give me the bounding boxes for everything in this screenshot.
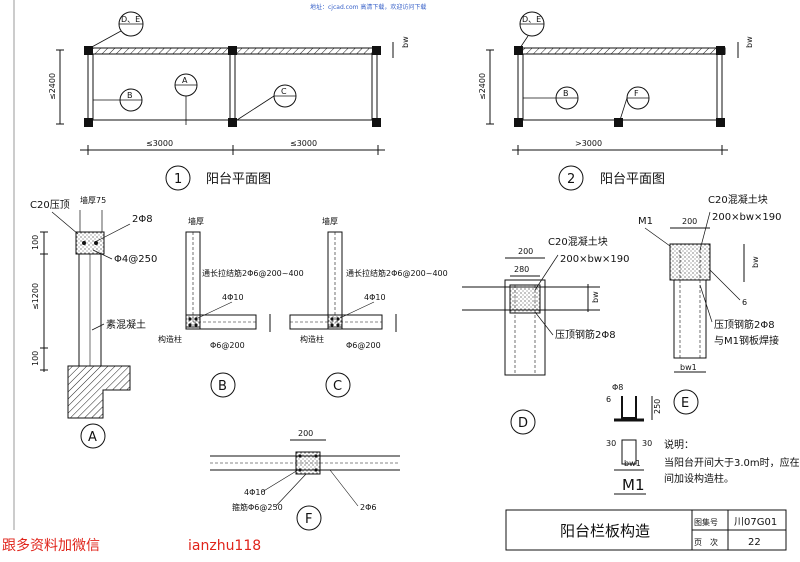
plan2-width: >3000 xyxy=(575,139,602,148)
plan1-callout-c: C xyxy=(281,87,287,96)
detail-a-circle: A xyxy=(88,430,97,445)
page-number: 22 xyxy=(748,537,761,548)
detail-f: 200 4Φ10 箍筋Φ6@250 2Φ6 F xyxy=(210,429,400,531)
detail-d-dim-280: 280 xyxy=(514,265,529,274)
detail-b-tie: 通长拉结筋2Φ6@200~400 xyxy=(202,268,304,278)
detail-a-stirrup: Φ4@250 xyxy=(114,254,157,265)
plan1-callout-a: A xyxy=(182,76,188,85)
detail-c: 墙厚 通长拉结筋2Φ6@200~400 4Φ10 构造柱 Φ6@200 C xyxy=(289,216,448,398)
detail-b: 墙厚 通长拉结筋2Φ6@200~400 4Φ10 构造柱 Φ6@200 B xyxy=(158,216,304,398)
detail-b-wall: 墙厚 xyxy=(188,216,204,226)
detail-e-c20: C20混凝土块 xyxy=(708,193,768,206)
title-block: 阳台栏板构造 图集号 川07G01 页 次 22 xyxy=(505,509,787,551)
detail-d-block-size: 200×bw×190 xyxy=(560,254,629,265)
plan1-depth-dim: ≤2400 xyxy=(48,73,57,100)
title-block-title: 阳台栏板构造 xyxy=(560,522,650,540)
detail-f-circle: F xyxy=(305,512,312,527)
detail-a: 100 ≤1200 100 C20压顶 墙厚75 2Φ8 Φ4@250 素混凝土… xyxy=(30,195,157,449)
plan1-callout-b: B xyxy=(127,91,133,100)
detail-a-dim-height: ≤1200 xyxy=(31,283,40,310)
detail-d-dim-200: 200 xyxy=(518,247,533,256)
plan1-width-b: ≤3000 xyxy=(290,139,317,148)
plan2-title: 阳台平面图 xyxy=(600,172,665,187)
page-label: 页 次 xyxy=(694,537,718,547)
detail-c-stirrup: Φ6@200 xyxy=(346,341,381,350)
plan2-depth-dim: ≤2400 xyxy=(478,73,487,100)
detail-a-c20: C20压顶 xyxy=(30,199,70,211)
detail-c-circle: C xyxy=(333,379,342,394)
detail-b-column: 构造柱 xyxy=(158,334,182,344)
plan1-number: 1 xyxy=(174,172,182,187)
plan2-bw-dim: bw xyxy=(745,36,754,48)
plan1-bw-dim: bw xyxy=(401,36,410,48)
plan1-title: 阳台平面图 xyxy=(206,172,271,187)
detail-e: M1 200 C20混凝土块 200×bw×190 bw 6 压顶钢筋2Φ8 与… xyxy=(638,193,781,415)
plan1-callout-de: D、E xyxy=(121,15,140,24)
detail-d-circle: D xyxy=(518,416,528,431)
detail-a-rebar: 2Φ8 xyxy=(132,214,153,225)
detail-d: 200 280 C20混凝土块 200×bw×190 bw 压顶钢筋2Φ8 D xyxy=(462,235,629,435)
plan2-callout-de: D、E xyxy=(522,15,541,24)
detail-b-main: 4Φ10 xyxy=(222,293,244,302)
detail-d-rebar: 压顶钢筋2Φ8 xyxy=(555,328,616,341)
detail-a-dim-100-bot: 100 xyxy=(31,351,40,366)
atlas-label: 图集号 xyxy=(694,517,718,527)
detail-e-m1: M1 xyxy=(638,216,653,227)
detail-e-weld: 6 xyxy=(742,298,747,307)
m1-label: M1 xyxy=(622,476,645,494)
detail-f-dim-200: 200 xyxy=(298,429,313,438)
plan2-number: 2 xyxy=(567,172,575,187)
note: 说明： 当阳台开间大于3.0m时，应在中 间加设构造柱。 xyxy=(664,438,800,485)
detail-c-tie: 通长拉结筋2Φ6@200~400 xyxy=(346,268,448,278)
detail-d-c20: C20混凝土块 xyxy=(548,235,608,248)
detail-b-stirrup: Φ6@200 xyxy=(210,341,245,350)
plan1-width-a: ≤3000 xyxy=(146,139,173,148)
m1-dim-250: 250 xyxy=(653,399,662,414)
watermark-top: 地址：cjcad.com 高清下载，欢迎访问下载 xyxy=(310,3,426,11)
m1-weld: 6 xyxy=(606,395,611,404)
detail-b-circle: B xyxy=(218,379,227,394)
detail-e-block-size: 200×bw×190 xyxy=(712,212,781,223)
note-line-2: 间加设构造柱。 xyxy=(664,472,734,485)
promo-left: 跟多资料加微信 xyxy=(2,537,100,554)
plan2-callout-f: F xyxy=(634,89,639,98)
detail-a-material: 素混凝土 xyxy=(106,318,146,331)
promo-right: ianzhu118 xyxy=(188,538,261,554)
plan-2: bw ≤2400 >3000 D、E B F 2 阳台平面图 xyxy=(478,11,754,191)
detail-d-bw: bw xyxy=(591,291,600,303)
detail-c-wall: 墙厚 xyxy=(322,216,338,226)
m1-dim-30a: 30 xyxy=(606,439,616,448)
detail-f-tie: 2Φ6 xyxy=(360,503,376,512)
detail-c-main: 4Φ10 xyxy=(364,293,386,302)
atlas-number: 川07G01 xyxy=(734,517,777,528)
m1-bw1: bw1 xyxy=(624,459,641,468)
detail-c-column: 构造柱 xyxy=(300,334,324,344)
detail-e-rebar-2: 与M1钢板焊接 xyxy=(714,334,779,347)
plan2-callout-b: B xyxy=(563,89,569,98)
detail-e-bw1: bw1 xyxy=(680,363,697,372)
m1-detail: Φ8 6 250 30 30 bw1 M1 xyxy=(606,383,662,495)
detail-e-circle: E xyxy=(681,396,689,411)
detail-a-dim-100-top: 100 xyxy=(31,235,40,250)
detail-f-main: 4Φ10 xyxy=(244,488,266,497)
note-line-1: 当阳台开间大于3.0m时，应在中 xyxy=(664,456,800,469)
detail-e-rebar-1: 压顶钢筋2Φ8 xyxy=(714,318,775,331)
detail-e-bw: bw xyxy=(751,256,760,268)
detail-f-stirrup: 箍筋Φ6@250 xyxy=(232,502,283,512)
m1-rebar: Φ8 xyxy=(612,383,623,392)
note-title: 说明： xyxy=(664,438,694,451)
detail-e-dim-200: 200 xyxy=(682,217,697,226)
m1-dim-30b: 30 xyxy=(642,439,652,448)
detail-a-wall-thickness: 墙厚75 xyxy=(80,195,106,205)
plan-1: bw ≤2400 ≤3000 ≤3000 D、E A B C 1 阳台平面图 xyxy=(48,11,410,191)
